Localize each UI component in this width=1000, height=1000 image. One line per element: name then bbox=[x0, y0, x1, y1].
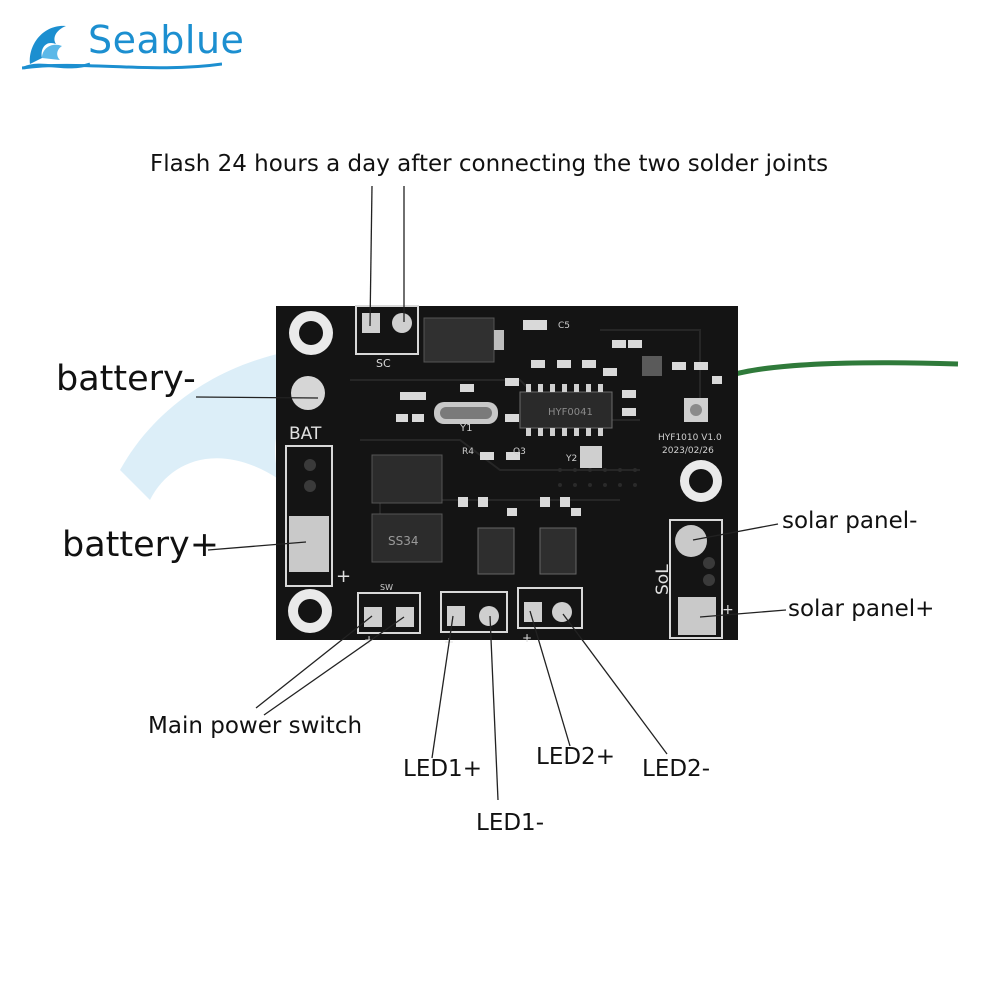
svg-text:SC: SC bbox=[376, 357, 391, 370]
label-battery-minus: battery- bbox=[56, 359, 196, 399]
label-solar-plus: solar panel+ bbox=[788, 596, 935, 622]
label-battery-plus: battery+ bbox=[62, 525, 220, 565]
brand-name: Seablue bbox=[88, 18, 245, 62]
svg-text:Y1: Y1 bbox=[459, 423, 472, 434]
svg-text:+: + bbox=[722, 602, 734, 618]
label-always-flash: Flash 24 hours a day after connecting th… bbox=[150, 151, 829, 177]
label-led2-plus: LED2+ bbox=[536, 744, 615, 770]
label-main-power-switch: Main power switch bbox=[148, 713, 363, 739]
brand-swoosh bbox=[22, 62, 222, 70]
svg-text:HYF1010 V1.0: HYF1010 V1.0 bbox=[658, 433, 722, 443]
label-led1-minus: LED1- bbox=[476, 810, 544, 836]
label-led2-minus: LED2- bbox=[642, 756, 710, 782]
svg-text:Q3: Q3 bbox=[513, 447, 526, 457]
svg-text:Y2: Y2 bbox=[565, 454, 577, 464]
svg-text:+: + bbox=[336, 566, 351, 587]
svg-text:SoL: SoL bbox=[653, 564, 673, 595]
svg-text:BAT: BAT bbox=[289, 424, 322, 444]
svg-text:2023/02/26: 2023/02/26 bbox=[662, 446, 714, 456]
svg-text:+: + bbox=[364, 633, 374, 647]
svg-text:SW: SW bbox=[380, 583, 393, 592]
label-led1-plus: LED1+ bbox=[403, 756, 482, 782]
svg-text:C5: C5 bbox=[558, 321, 570, 331]
svg-text:HYF0041: HYF0041 bbox=[548, 407, 593, 418]
svg-text:R4: R4 bbox=[462, 447, 474, 457]
svg-text:+: + bbox=[522, 631, 532, 645]
label-solar-minus: solar panel- bbox=[782, 508, 918, 534]
svg-text:SS34: SS34 bbox=[388, 534, 419, 548]
